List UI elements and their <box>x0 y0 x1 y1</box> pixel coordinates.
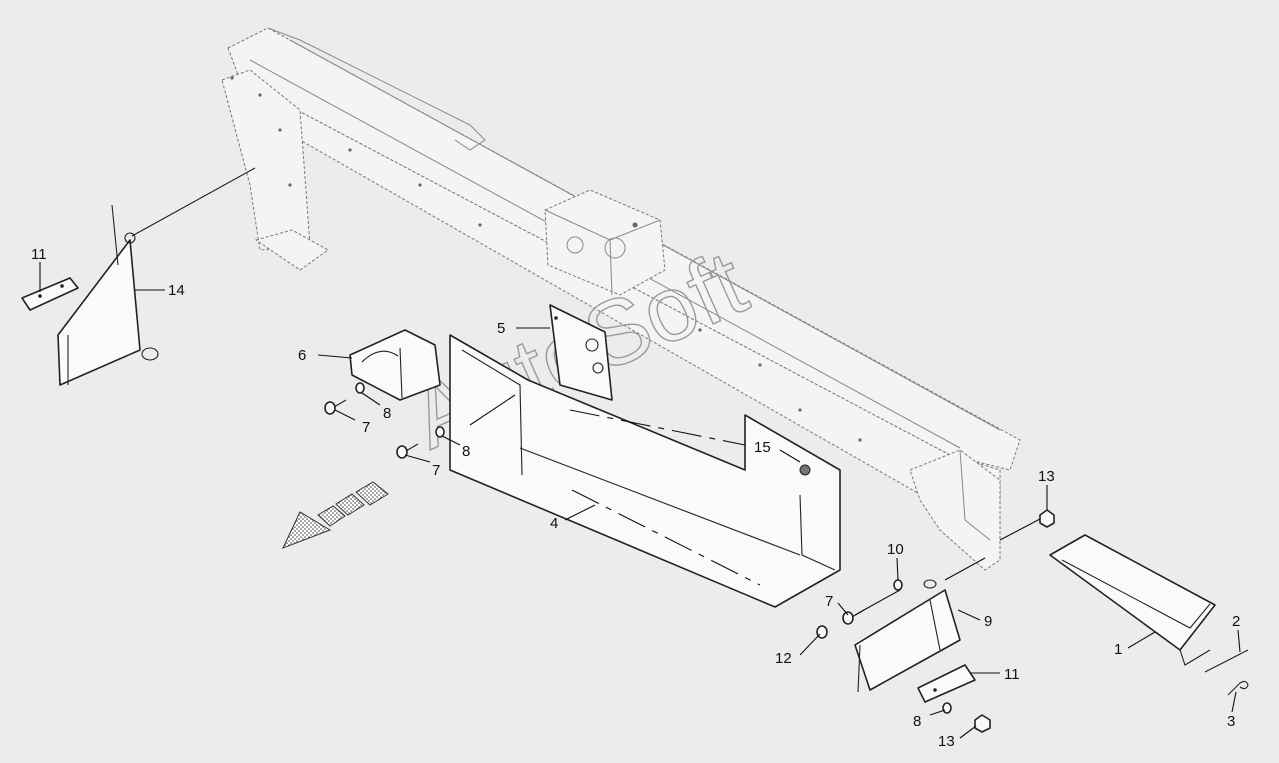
callout-leaders <box>39 262 1241 739</box>
part-5-plate <box>549 304 613 401</box>
callout-labels: 11 14 6 5 8 7 8 7 15 4 13 10 7 9 12 11 8… <box>31 246 1240 750</box>
forward-direction-arrow-icon <box>282 481 389 549</box>
callout-10: 10 <box>887 541 904 558</box>
alignment-lines <box>469 394 1041 616</box>
part-1-tray <box>1049 534 1216 666</box>
main-frame-beam <box>221 27 1021 571</box>
callout-7-c: 7 <box>825 593 833 610</box>
callout-3: 3 <box>1227 713 1235 730</box>
callout-11-left: 11 <box>31 246 47 263</box>
part-9-shield <box>854 579 961 693</box>
callout-14: 14 <box>168 282 185 299</box>
part-11-plate-left <box>21 277 79 311</box>
callout-6: 6 <box>298 347 306 364</box>
callout-5: 5 <box>497 320 505 337</box>
callout-8-a: 8 <box>383 405 391 422</box>
callout-4: 4 <box>550 515 558 532</box>
part-6-bracket <box>349 329 441 401</box>
fasteners <box>324 382 1249 733</box>
callout-13-b: 13 <box>938 733 955 750</box>
callout-15: 15 <box>754 439 771 456</box>
callout-8-b: 8 <box>462 443 470 460</box>
callout-7-a: 7 <box>362 419 370 436</box>
callout-1: 1 <box>1114 641 1122 658</box>
callout-7-b: 7 <box>432 462 440 479</box>
callout-12: 12 <box>775 650 792 667</box>
callout-13-a: 13 <box>1038 468 1055 485</box>
part-11-plate-right <box>917 664 976 703</box>
part-4-long-panel <box>449 334 841 608</box>
callout-11-right: 11 <box>1004 666 1020 683</box>
part-14-shield <box>57 167 256 386</box>
callout-2: 2 <box>1232 613 1240 630</box>
callout-9: 9 <box>984 613 992 630</box>
callout-8-c: 8 <box>913 713 921 730</box>
